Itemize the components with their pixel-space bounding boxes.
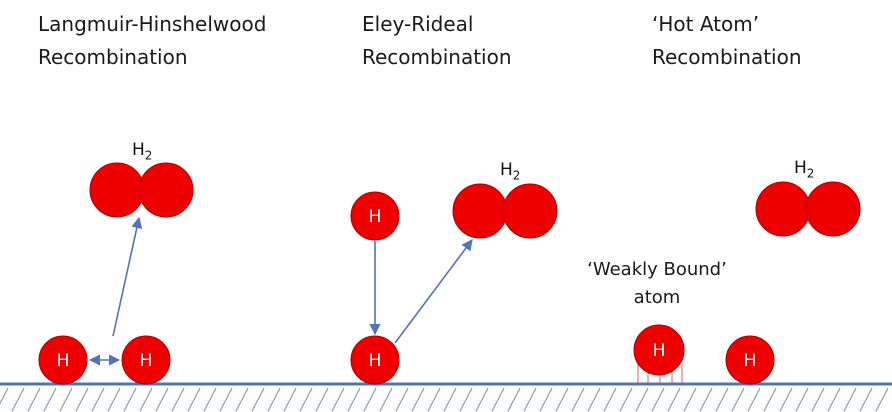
- lh-atom-left-label: H: [57, 351, 70, 371]
- ha-adsorbed-atom: H: [725, 335, 775, 385]
- er-incoming-atom-label: H: [369, 207, 382, 227]
- ha-weakly-bound-atom-label: H: [653, 341, 666, 361]
- er-desorption-arrow: [394, 239, 473, 344]
- ha-weakly-bound-atom: H: [633, 324, 685, 383]
- surface-hatching: [0, 387, 889, 412]
- lh-h2-label: H2: [132, 140, 153, 163]
- lh-h2-molecule: [89, 162, 194, 218]
- ha-adsorbed-atom-label: H: [744, 351, 757, 371]
- er-incoming-atom: H: [350, 191, 400, 241]
- lh-desorption-arrow: [112, 216, 143, 337]
- lh-atom-right-label: H: [140, 351, 153, 371]
- er-adsorbed-atom: H: [350, 335, 400, 385]
- eley-rideal-title: Eley-Rideal Recombination: [362, 12, 512, 69]
- er-h2-label: H2: [500, 160, 521, 183]
- ha-h2-label: H2: [794, 158, 815, 181]
- lh-atom-right: H: [121, 335, 171, 385]
- er-h2-molecule: [452, 183, 558, 239]
- weakly-bound-note: ‘Weakly Bound’ atom: [587, 259, 727, 308]
- ha-h2-molecule: [755, 181, 861, 237]
- lh-atom-left: H: [38, 335, 88, 385]
- hot-atom-title: ‘Hot Atom’ Recombination: [652, 12, 802, 69]
- langmuir-hinshelwood-title: Langmuir-Hinshelwood Recombination: [38, 12, 267, 69]
- er-adsorbed-atom-label: H: [369, 351, 382, 371]
